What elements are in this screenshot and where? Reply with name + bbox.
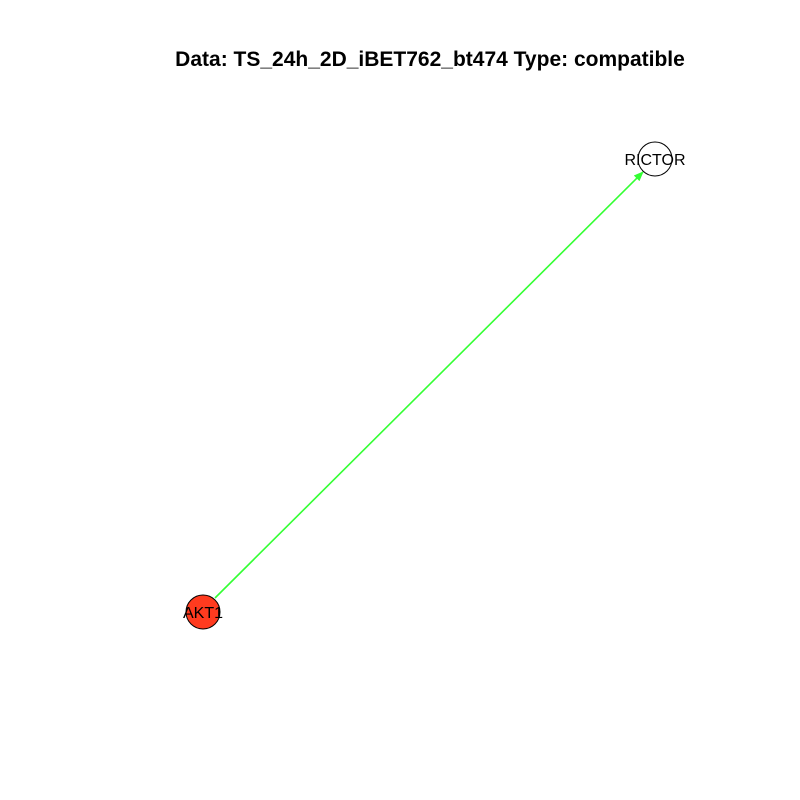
node-rictor-label: RICTOR [624, 152, 685, 169]
node-rictor[interactable]: RICTOR [624, 141, 686, 177]
edge-akt1-to-rictor [214, 171, 644, 599]
node-akt1[interactable]: AKT1 [183, 594, 223, 630]
plot-title: Data: TS_24h_2D_iBET762_bt474 Type: comp… [175, 48, 685, 71]
node-akt1-circle [185, 594, 221, 630]
node-akt1-label: AKT1 [183, 605, 223, 622]
node-rictor-circle [637, 141, 673, 177]
